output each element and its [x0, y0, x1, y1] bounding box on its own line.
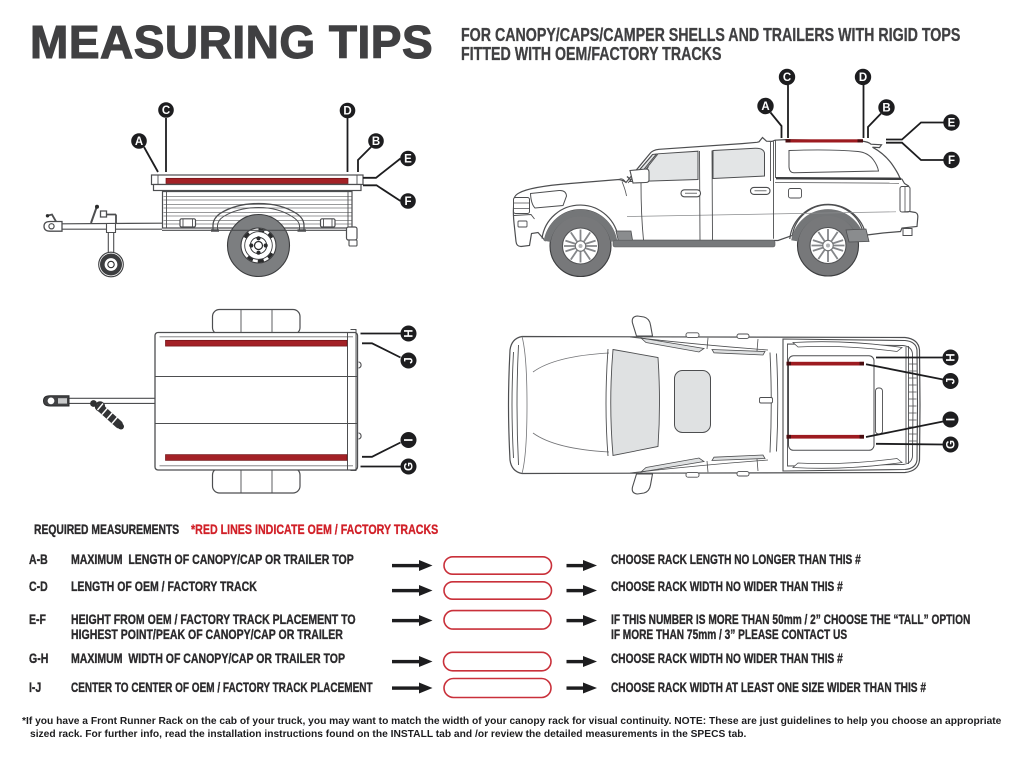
svg-text:A: A [135, 136, 143, 148]
svg-text:D: D [859, 72, 867, 84]
svg-text:I: I [404, 438, 416, 441]
svg-text:B: B [882, 103, 890, 115]
svg-text:H: H [404, 329, 416, 337]
svg-text:E: E [404, 154, 412, 166]
svg-text:E: E [948, 118, 956, 130]
svg-text:A: A [761, 101, 769, 113]
svg-text:C: C [162, 105, 170, 117]
svg-text:J: J [946, 378, 958, 384]
svg-text:J: J [404, 357, 416, 363]
svg-text:I: I [946, 418, 958, 421]
svg-text:F: F [404, 196, 411, 208]
svg-text:H: H [946, 353, 958, 361]
svg-text:B: B [372, 136, 380, 148]
svg-text:C: C [783, 72, 791, 84]
svg-text:G: G [404, 462, 416, 471]
svg-text:F: F [948, 155, 955, 167]
svg-text:D: D [343, 106, 351, 118]
svg-text:G: G [946, 440, 958, 449]
